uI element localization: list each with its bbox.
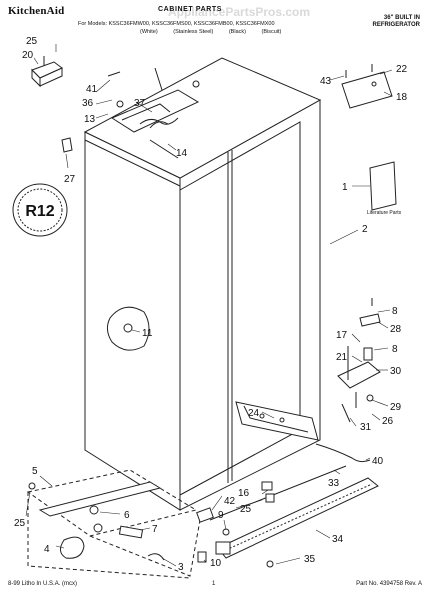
callout-11[interactable]: 11 bbox=[142, 328, 153, 339]
callout-14[interactable]: 14 bbox=[176, 148, 188, 159]
part-24-lower-hinge bbox=[235, 401, 319, 441]
callout-30[interactable]: 30 bbox=[390, 366, 402, 377]
callout-25-left[interactable]: 25 bbox=[14, 518, 26, 529]
product-type-line1: 36" BUILT IN bbox=[383, 15, 420, 21]
base-small-parts bbox=[28, 482, 165, 561]
callout-34[interactable]: 34 bbox=[332, 534, 344, 545]
center-bottom-parts bbox=[196, 481, 275, 568]
callout-6[interactable]: 6 bbox=[124, 510, 130, 521]
top-control-bracket bbox=[110, 89, 200, 133]
callout-21[interactable]: 21 bbox=[336, 352, 348, 363]
callout-8[interactable]: 8 bbox=[392, 306, 398, 317]
callout-41[interactable]: 41 bbox=[86, 84, 98, 95]
part-40-wire bbox=[315, 443, 371, 463]
leader-lines bbox=[25, 44, 393, 567]
part-34-toe-grille bbox=[217, 477, 379, 559]
callout-5[interactable]: 5 bbox=[32, 466, 38, 477]
callout-37[interactable]: 37 bbox=[134, 98, 146, 109]
callout-9[interactable]: 9 bbox=[218, 510, 224, 521]
callout-24[interactable]: 24 bbox=[248, 408, 260, 419]
part-18-bracket bbox=[341, 64, 393, 109]
finish-black: (Black) bbox=[228, 29, 246, 35]
cabinet-shell bbox=[83, 57, 322, 511]
right-hinge-assembly bbox=[337, 298, 381, 423]
product-type-line2: REFRIGERATOR bbox=[372, 22, 420, 28]
finish-white: (White) bbox=[140, 29, 158, 35]
part-14-rod bbox=[149, 139, 179, 159]
watermark: AppliancePartsPros.com bbox=[168, 5, 311, 19]
callout-25-center[interactable]: 25 bbox=[240, 504, 252, 515]
part-27-clip bbox=[61, 137, 73, 153]
callout-31[interactable]: 31 bbox=[360, 422, 372, 433]
callout-26[interactable]: 26 bbox=[382, 416, 394, 427]
callout-22[interactable]: 22 bbox=[396, 64, 408, 75]
callout-2[interactable]: 2 bbox=[362, 224, 368, 235]
callout-16[interactable]: 16 bbox=[238, 488, 250, 499]
callout-35[interactable]: 35 bbox=[304, 554, 316, 565]
callout-8-lower[interactable]: 8 bbox=[392, 344, 398, 355]
callout-29[interactable]: 29 bbox=[390, 402, 402, 413]
callout-25[interactable]: 25 bbox=[26, 36, 38, 47]
callout-28[interactable]: 28 bbox=[390, 324, 402, 335]
r12-badge bbox=[12, 183, 68, 237]
brand-logo: KitchenAid bbox=[8, 5, 65, 17]
callout-33[interactable]: 33 bbox=[328, 478, 340, 489]
callout-4[interactable]: 4 bbox=[44, 544, 50, 555]
callout-18[interactable]: 18 bbox=[396, 92, 408, 103]
callout-10[interactable]: 10 bbox=[210, 558, 222, 569]
product-type: 36" BUILT IN REFRIGERATOR bbox=[373, 15, 420, 29]
callout-42[interactable]: 42 bbox=[224, 496, 236, 507]
diagram-title: CABINET PARTS bbox=[158, 6, 223, 13]
callout-1[interactable]: 1 bbox=[342, 182, 348, 193]
base-frame bbox=[26, 469, 201, 579]
finish-stainless: (Stainless Steel) bbox=[173, 29, 214, 35]
callout-43[interactable]: 43 bbox=[320, 76, 332, 87]
callout-7[interactable]: 7 bbox=[152, 524, 158, 535]
part-20-block bbox=[31, 56, 63, 88]
part-37-screws bbox=[107, 67, 200, 108]
finish-list: (White) (Stainless Steel) (Black) (Biscu… bbox=[140, 29, 295, 35]
footer-part-number: Part No. 4394758 Rev. A bbox=[356, 581, 422, 587]
footer-litho: 8-99 Litho In U.S.A. (mcx) bbox=[8, 581, 78, 587]
callout-20[interactable]: 20 bbox=[22, 50, 34, 61]
finish-biscuit: (Biscuit) bbox=[261, 29, 282, 35]
callout-3[interactable]: 3 bbox=[178, 562, 184, 573]
callout-17[interactable]: 17 bbox=[336, 330, 348, 341]
model-list: For Models: KSSC36FMW00, KSSC36FMS00, KS… bbox=[78, 21, 275, 27]
literature-parts-label: Literature Parts bbox=[367, 210, 402, 216]
part-33-rail bbox=[209, 465, 347, 521]
callout-27[interactable]: 27 bbox=[64, 174, 76, 185]
callout-numbers: 25 20 41 36 13 37 14 27 43 22 18 1 2 11 … bbox=[14, 36, 408, 573]
part-11-panel bbox=[106, 306, 150, 351]
r12-badge-text: R12 bbox=[25, 203, 54, 220]
callout-36[interactable]: 36 bbox=[82, 98, 94, 109]
callout-13[interactable]: 13 bbox=[84, 114, 96, 125]
footer-page-number: 1 bbox=[212, 581, 216, 587]
callout-40[interactable]: 40 bbox=[372, 456, 384, 467]
literature-booklet bbox=[369, 161, 397, 211]
